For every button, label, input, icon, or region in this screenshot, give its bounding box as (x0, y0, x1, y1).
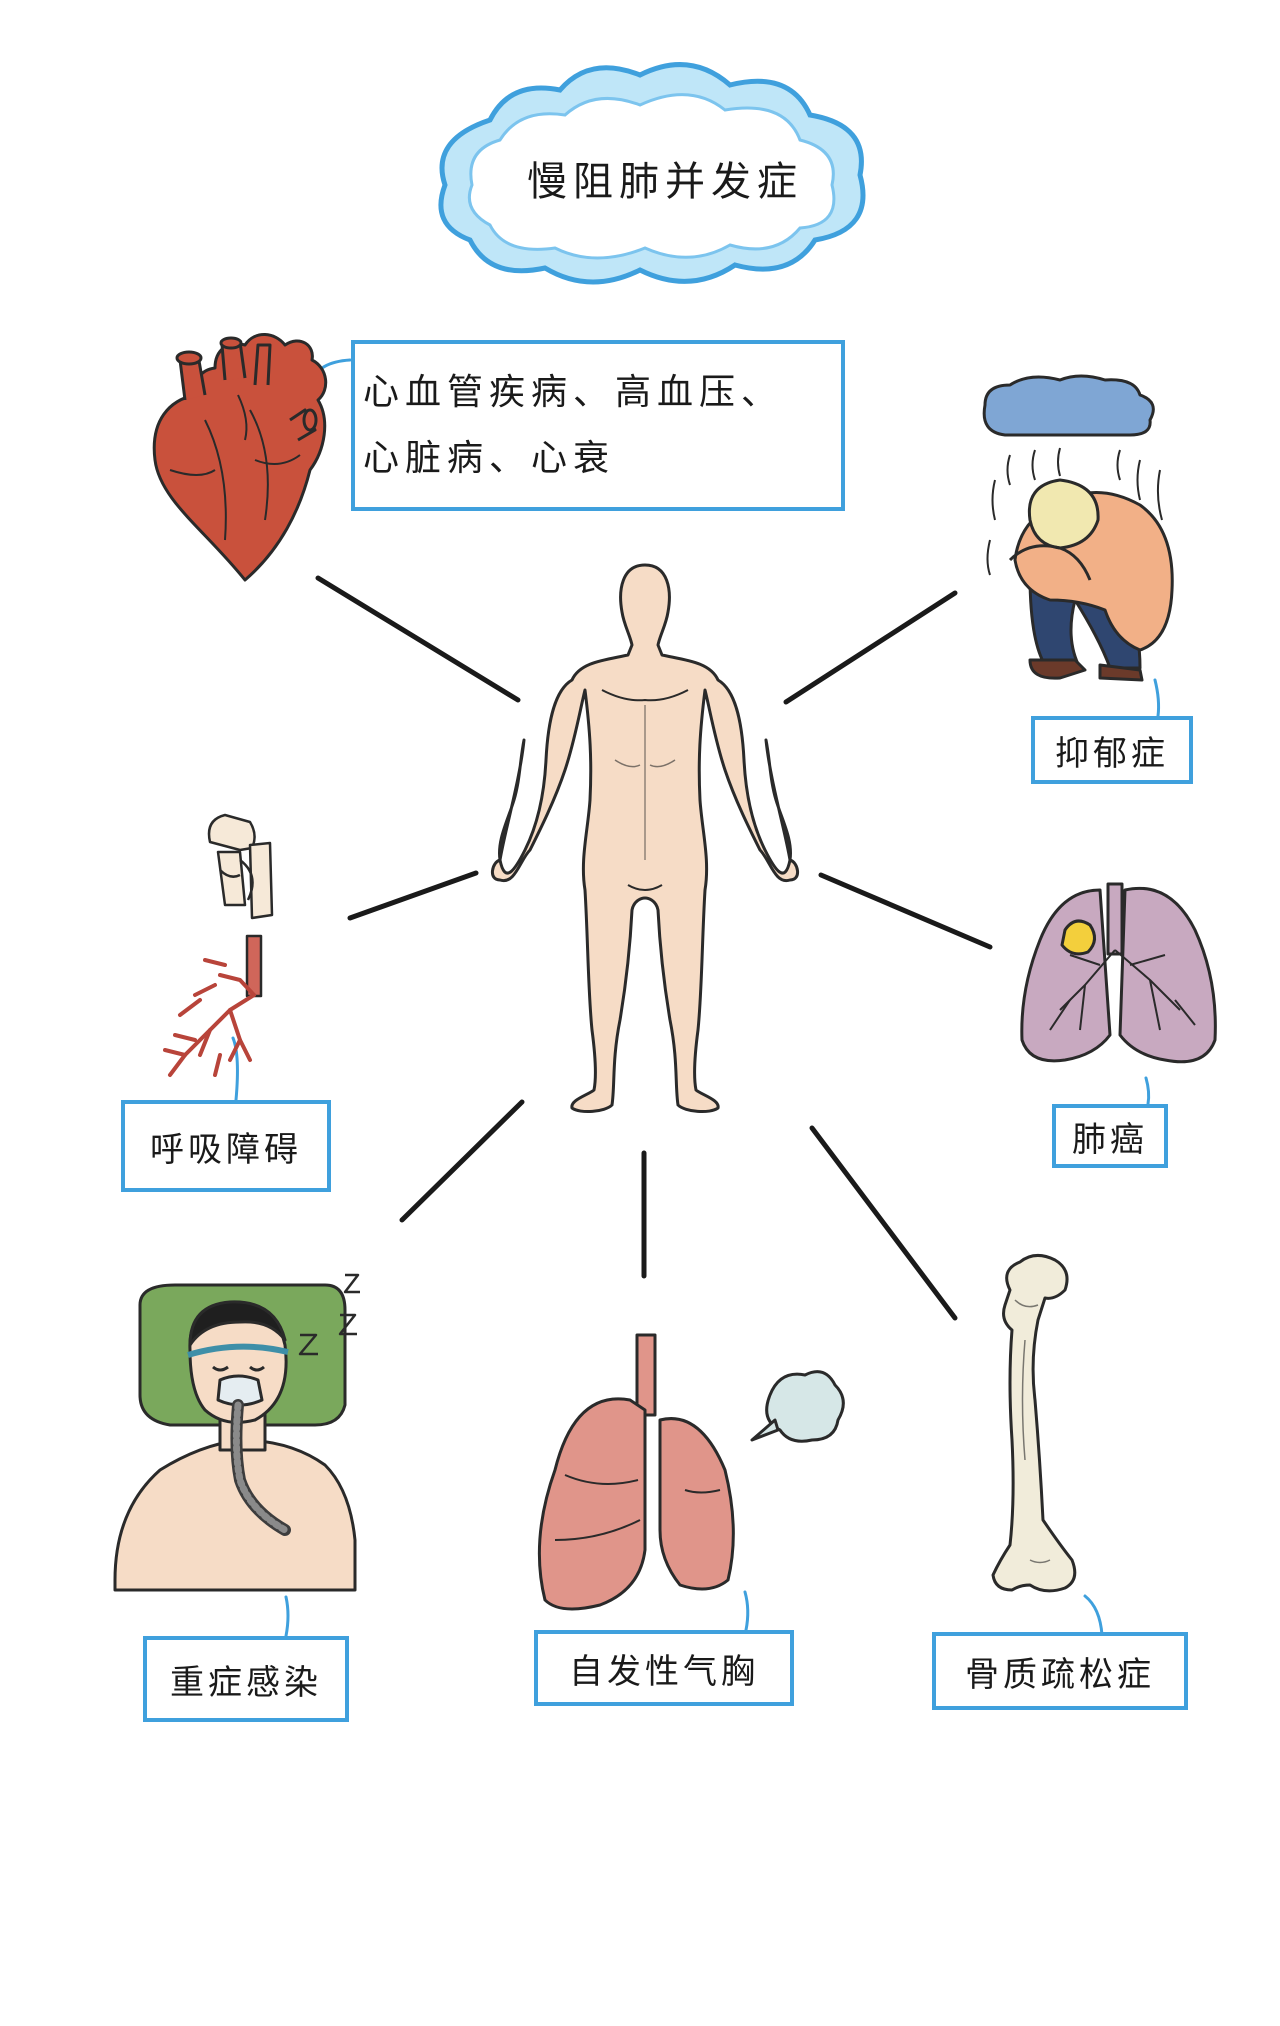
connector-infection (399, 1099, 525, 1223)
label-box-depression: 抑郁症 (1031, 716, 1193, 784)
connector-cardio (315, 575, 521, 703)
connector-respiratory (347, 870, 479, 921)
pneumothorax-lungs-illustration (537, 1333, 735, 1611)
label-box-cardiovascular: 心血管疾病、高血压、 心脏病、心衰 (351, 340, 845, 511)
cancer-lungs-illustration (1020, 882, 1217, 1064)
label-box-lung-cancer: 肺癌 (1052, 1104, 1168, 1168)
connector-depression (783, 590, 958, 705)
label-box-osteoporosis: 骨质疏松症 (932, 1632, 1188, 1710)
airway-illustration (163, 813, 274, 1077)
femur-bone-illustration (991, 1254, 1077, 1593)
connector-lines (315, 575, 993, 1321)
connector-lung-cancer (818, 872, 993, 950)
depression-illustration (982, 374, 1174, 682)
label-box-severe-infection: 重症感染 (143, 1636, 349, 1722)
diagram-title: 慢阻肺并发症 (527, 159, 803, 205)
sleep-z-icons (298, 1273, 360, 1356)
ventilator-patient-illustration (113, 1283, 357, 1592)
title-cloud (438, 62, 866, 285)
air-puff-illustration (750, 1370, 845, 1443)
human-figure-illustration (491, 563, 799, 1114)
cardio-label-line-2: 心脏病、心衰 (363, 437, 616, 479)
connector-osteoporosis (809, 1125, 958, 1321)
heart-illustration (152, 333, 328, 582)
cardio-label-line-1: 心血管疾病、高血压、 (363, 371, 784, 413)
label-box-respiratory: 呼吸障碍 (121, 1100, 331, 1192)
label-box-pneumothorax: 自发性气胸 (534, 1630, 794, 1706)
